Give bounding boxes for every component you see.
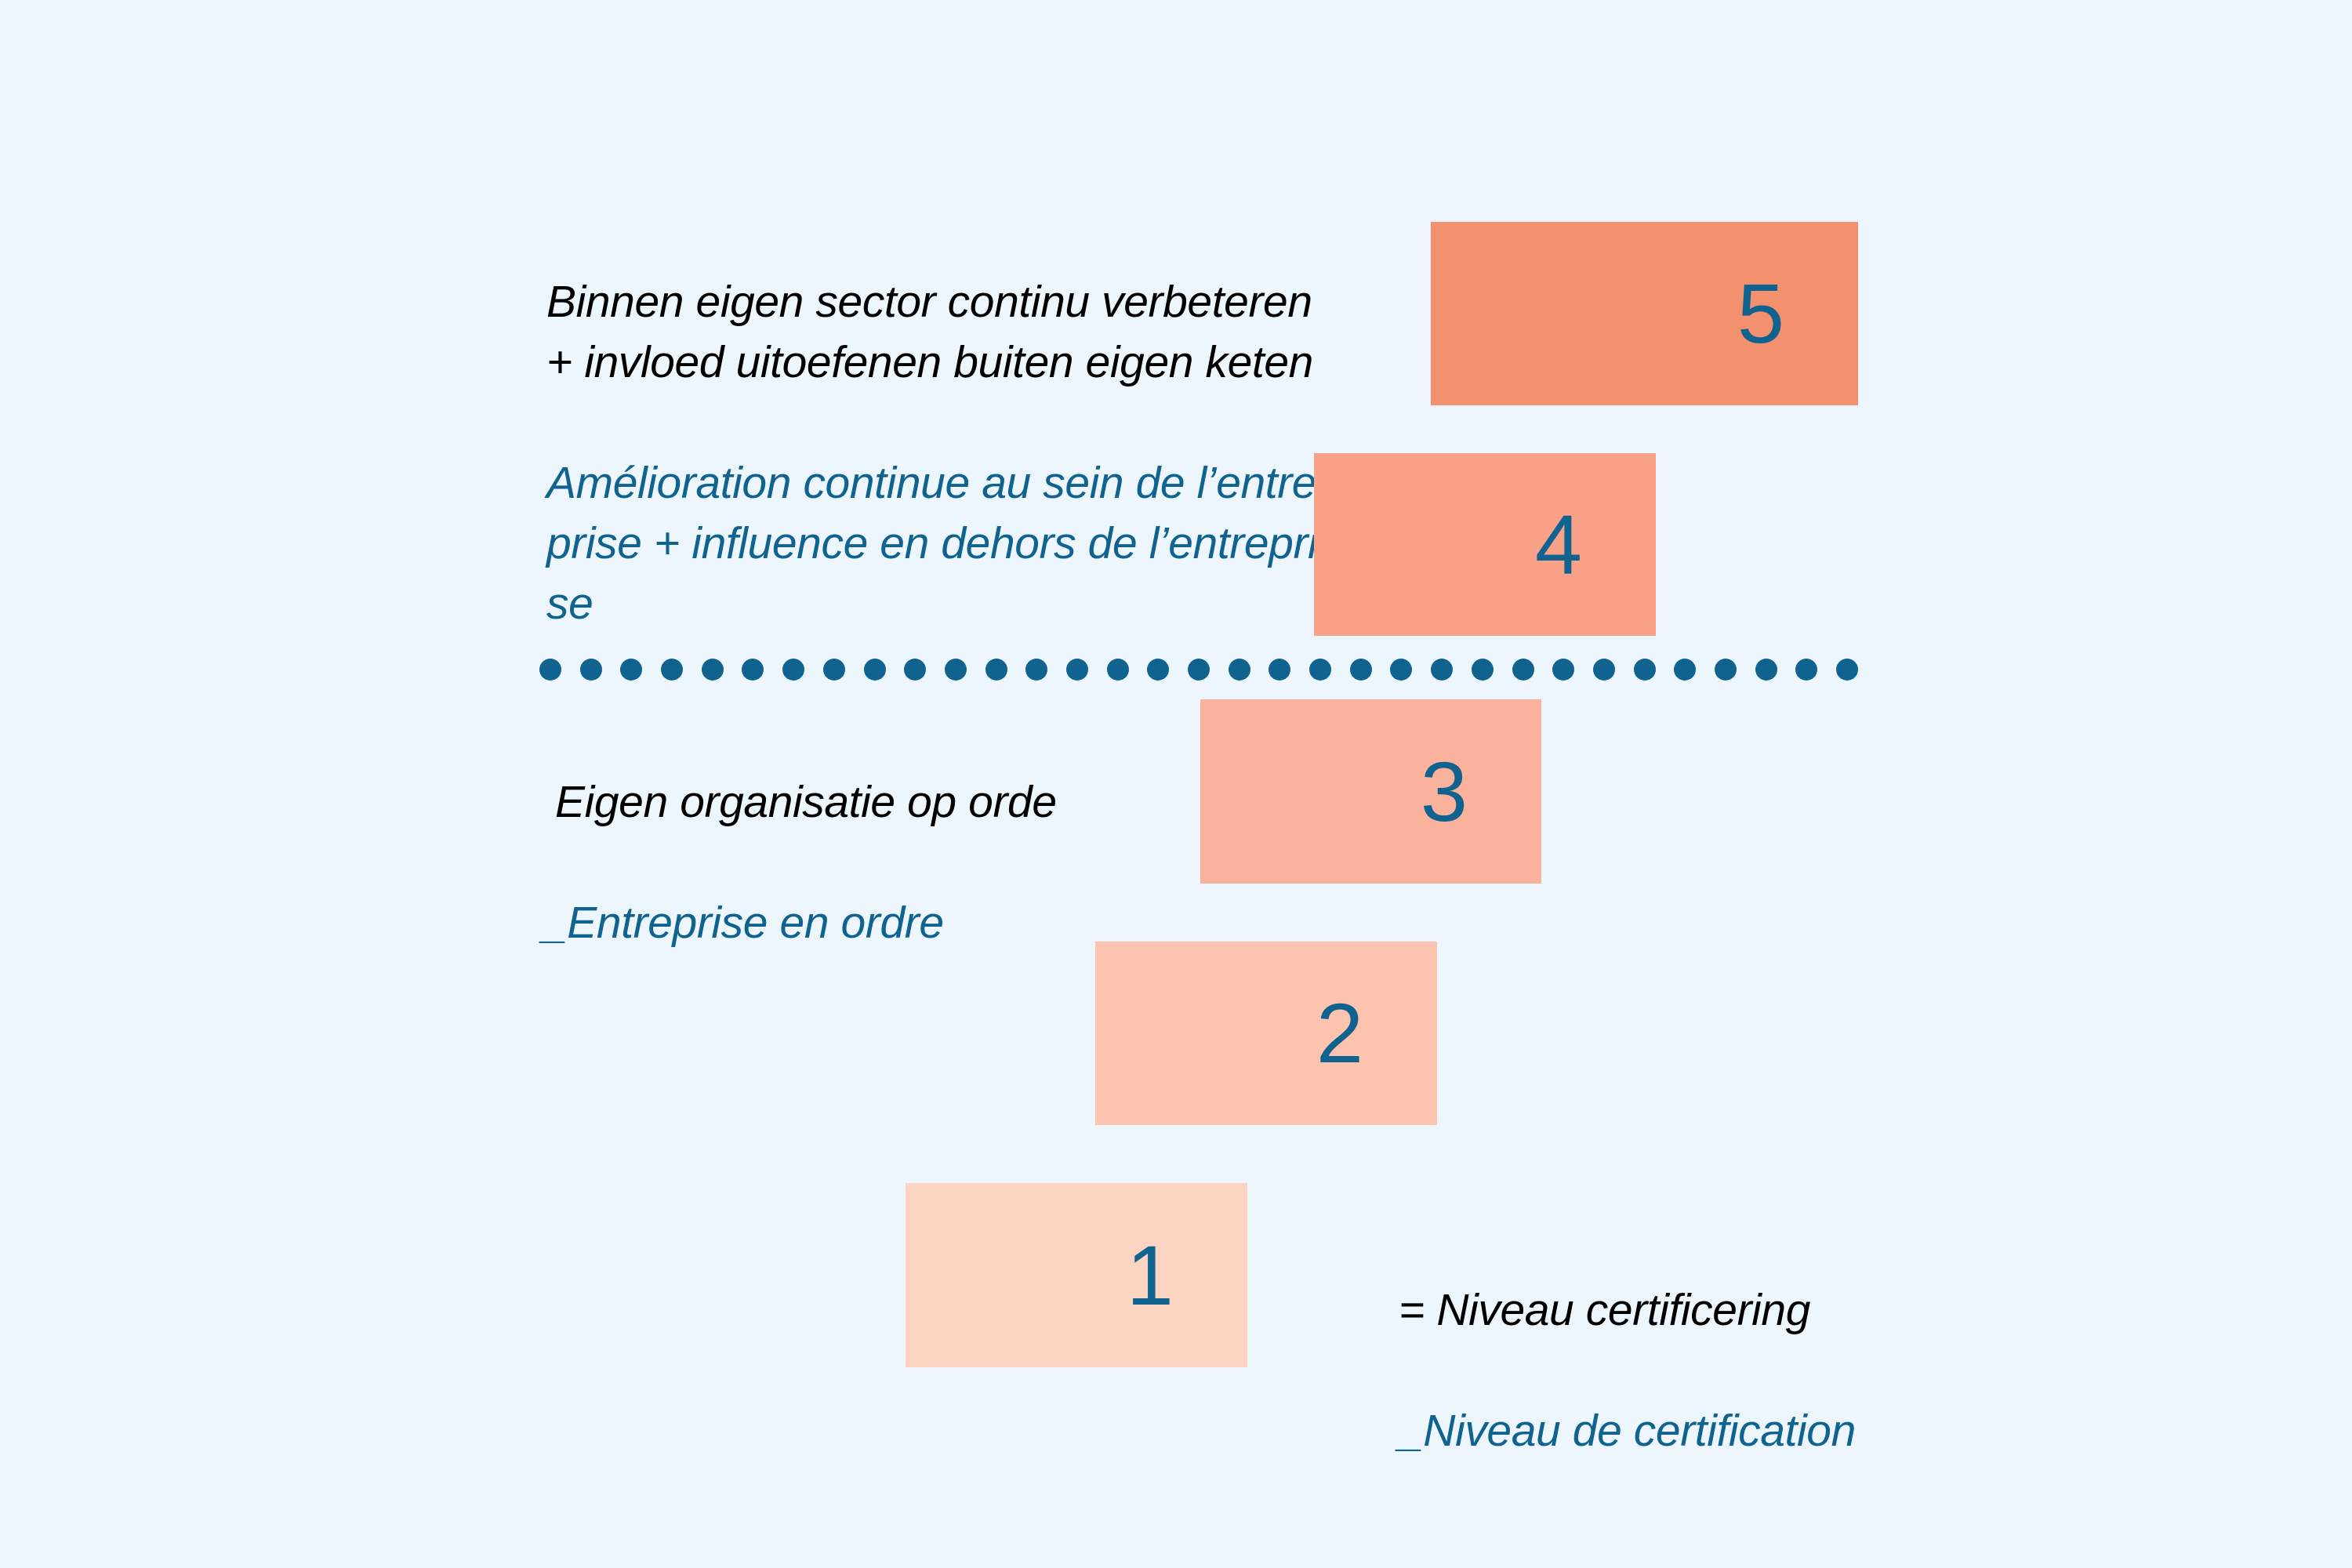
divider-dot — [863, 659, 886, 681]
divider-dot — [1755, 659, 1777, 681]
bar-level-5-value: 5 — [1737, 266, 1784, 361]
bar-level-2[interactable]: 2 — [1095, 942, 1437, 1125]
divider-dot — [742, 659, 764, 681]
level-45-label-fr: Amélioration continue au sein de l’entre… — [546, 458, 1332, 629]
divider-dot — [661, 659, 684, 681]
divider-dot — [1552, 659, 1575, 681]
level-45-label-nl: Binnen eigen sector continu verbeteren +… — [546, 277, 1313, 387]
divider-dot — [1309, 659, 1332, 681]
divider-dot — [1674, 659, 1697, 681]
divider-dot — [944, 659, 967, 681]
divider-dot — [1471, 659, 1494, 681]
bar-level-3-value: 3 — [1420, 743, 1468, 839]
divider-dot — [1633, 659, 1656, 681]
legend-label-nl: = Niveau certificering — [1399, 1285, 1811, 1335]
divider-dot — [1269, 659, 1291, 681]
divider-dot — [1349, 659, 1372, 681]
divider-dot — [539, 659, 561, 681]
divider-dot — [1025, 659, 1048, 681]
divider-dot — [579, 659, 602, 681]
level-3-label-group: Eigen organisatie op orde _Entreprise en… — [543, 712, 1248, 1014]
certification-threshold-divider — [539, 659, 1858, 681]
bar-level-3[interactable]: 3 — [1200, 699, 1541, 884]
divider-dot — [701, 659, 724, 681]
divider-dot — [1065, 659, 1088, 681]
bar-level-5[interactable]: 5 — [1431, 222, 1858, 405]
divider-dot — [782, 659, 805, 681]
bar-level-4[interactable]: 4 — [1314, 453, 1656, 636]
divider-dot — [620, 659, 643, 681]
divider-dot — [1795, 659, 1818, 681]
divider-dot — [1106, 659, 1129, 681]
divider-dot — [1512, 659, 1534, 681]
level-3-label-fr: _Entreprise en ordre — [543, 898, 944, 948]
level-45-label-group: Binnen eigen sector continu verbeteren +… — [546, 212, 1354, 695]
divider-dot — [1431, 659, 1454, 681]
divider-dot — [1390, 659, 1413, 681]
divider-dot — [1836, 659, 1858, 681]
bar-level-2-value: 2 — [1316, 985, 1363, 1080]
divider-dot — [1147, 659, 1170, 681]
bar-level-1-value: 1 — [1126, 1227, 1174, 1323]
certification-legend: = Niveau certificering _Niveau de certif… — [1399, 1220, 2104, 1522]
divider-dot — [1188, 659, 1210, 681]
legend-label-fr: _Niveau de certification — [1399, 1406, 1856, 1456]
divider-dot — [985, 659, 1007, 681]
divider-dot — [904, 659, 927, 681]
divider-dot — [1592, 659, 1615, 681]
level-3-label-nl: Eigen organisatie op orde — [555, 777, 1057, 827]
bar-level-4-value: 4 — [1534, 496, 1582, 592]
divider-dot — [1228, 659, 1250, 681]
divider-dot — [822, 659, 845, 681]
divider-dot — [1714, 659, 1737, 681]
bar-level-1[interactable]: 1 — [906, 1183, 1247, 1367]
